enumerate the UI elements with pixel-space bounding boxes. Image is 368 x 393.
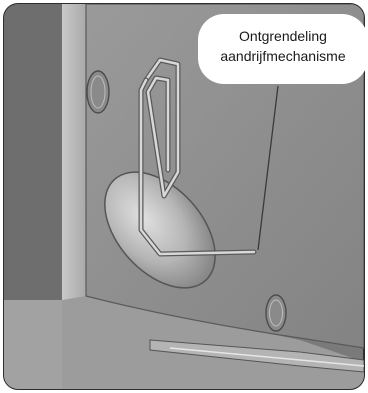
callout-line-2: aandrijfmechanisme	[220, 48, 345, 64]
callout-line-1: Ontgrendeling	[239, 28, 327, 44]
round-screw-hole-icon	[266, 295, 286, 331]
callout-bubble: Ontgrendeling aandrijfmechanisme	[198, 14, 368, 84]
casing-edge-strip	[62, 4, 86, 318]
casing-lower-left	[4, 300, 62, 389]
round-screw-hole-icon	[87, 71, 109, 113]
